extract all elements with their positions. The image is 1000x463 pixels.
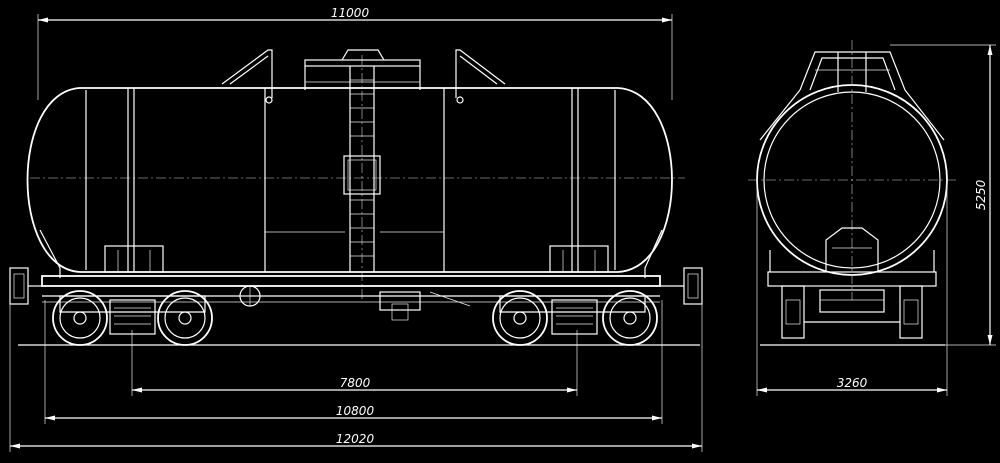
dimension-lines bbox=[9, 14, 996, 452]
tank-end-inner bbox=[763, 91, 941, 269]
end-view bbox=[748, 40, 956, 346]
dim-length-over-couplers: 12020 bbox=[336, 432, 375, 446]
tank-bands bbox=[85, 88, 616, 272]
tank-shell bbox=[26, 87, 673, 273]
top-handrails bbox=[221, 49, 506, 104]
dim-height-from-rail: 5250 bbox=[974, 179, 988, 210]
dim-bogie-center-distance: 7800 bbox=[340, 376, 371, 390]
tank-supports bbox=[39, 229, 663, 278]
couplers bbox=[9, 267, 703, 305]
right-bogie bbox=[492, 290, 658, 346]
side-view bbox=[9, 49, 703, 346]
dim-tank-width: 3260 bbox=[837, 376, 868, 390]
ladder bbox=[343, 66, 381, 272]
dim-overall-tank-length: 11000 bbox=[331, 6, 370, 20]
end-running-gear bbox=[767, 250, 937, 339]
dim-frame-length: 10800 bbox=[336, 404, 375, 418]
left-bogie bbox=[52, 290, 213, 346]
bottom-valve bbox=[825, 227, 879, 272]
top-platform bbox=[304, 49, 421, 90]
end-top-frame bbox=[759, 51, 945, 141]
underframe bbox=[41, 275, 661, 321]
